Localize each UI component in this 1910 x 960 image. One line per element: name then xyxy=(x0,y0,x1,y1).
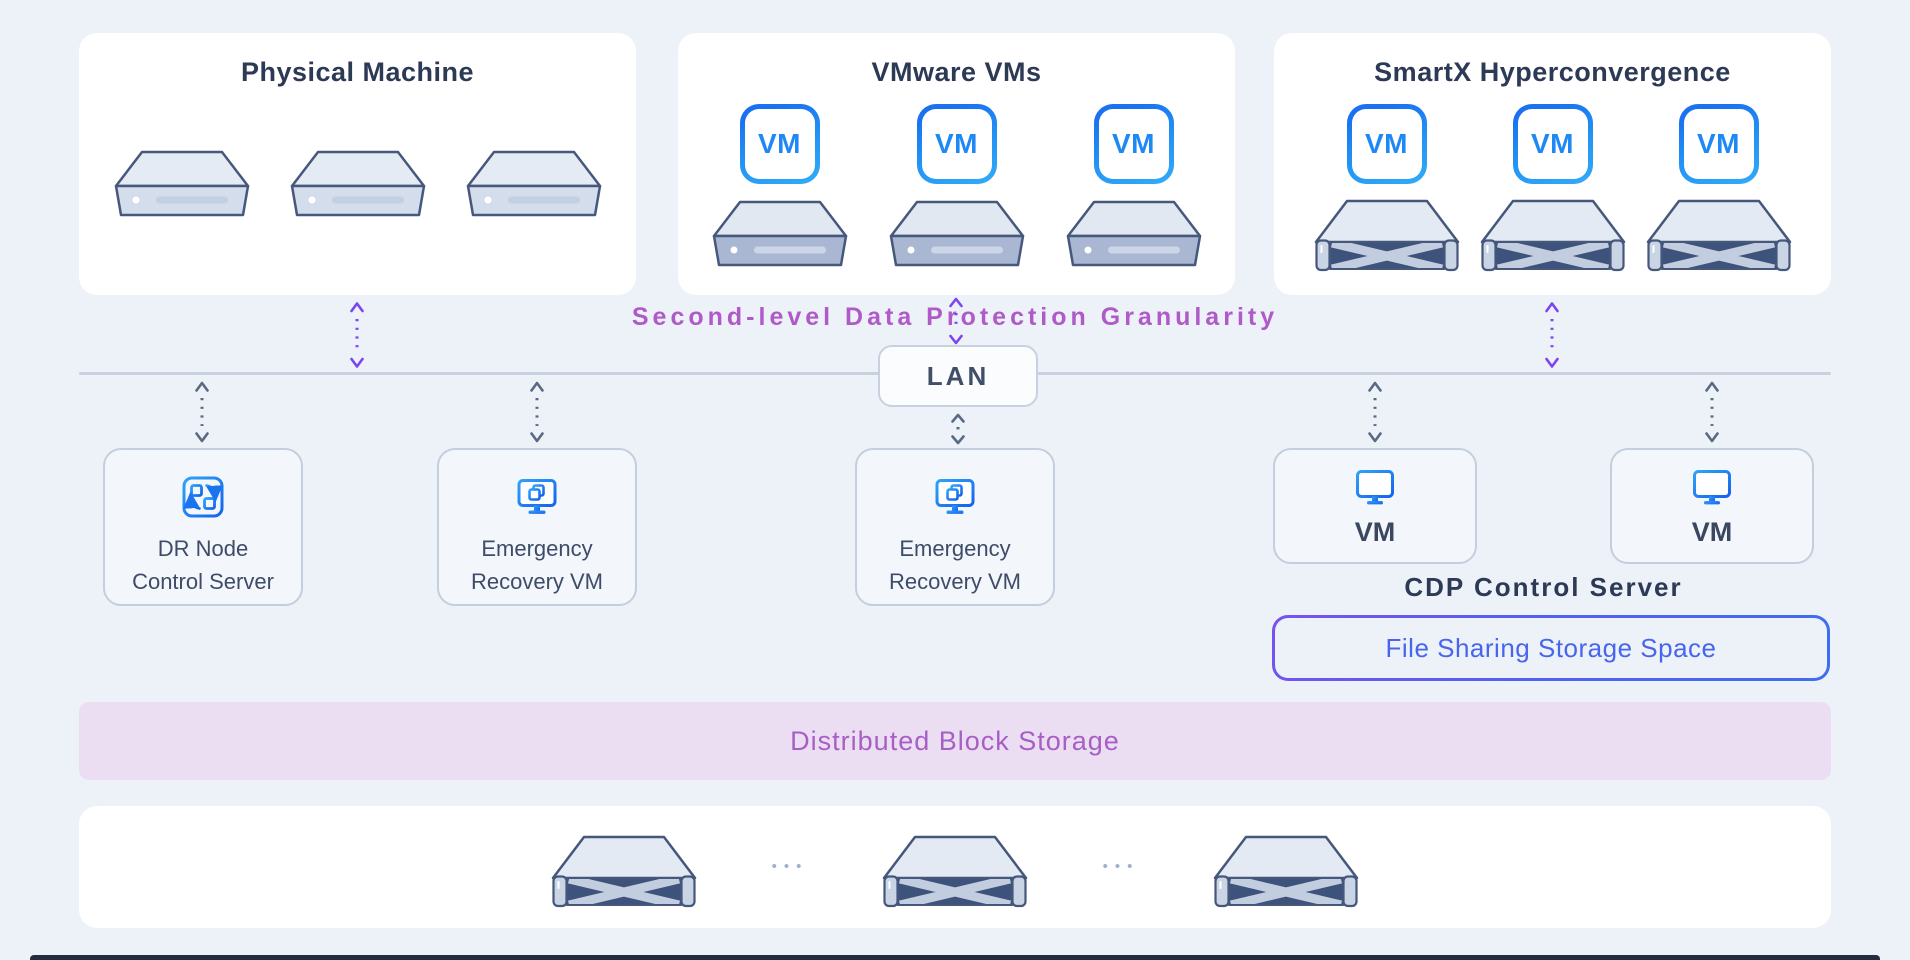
ellipsis-dots: ••• xyxy=(771,858,809,875)
smartx-vm-unit: VM xyxy=(1312,104,1462,274)
node-label: VM xyxy=(1691,517,1733,547)
cdp-control-server-label: CDP Control Server xyxy=(1404,572,1683,602)
bottom-window-edge xyxy=(30,955,1880,960)
distributed-block-storage-band: Distributed Block Storage xyxy=(79,702,1831,780)
replication-arrow-icon xyxy=(350,302,364,368)
granularity-annotation: Second-level Data Protection Granularity xyxy=(631,303,1279,331)
link-arrow-icon xyxy=(1368,381,1382,443)
vmware-vms-title: VMware VMs xyxy=(871,57,1042,87)
smartx-unit-row: VM VM xyxy=(1274,104,1831,274)
vm-badge-icon: VM xyxy=(1512,104,1593,184)
monitor-window-icon xyxy=(517,479,557,514)
vmware-unit-row: VM VM VM xyxy=(678,104,1235,268)
emergency-recovery-vm-box: Emergency Recovery VM xyxy=(437,448,637,606)
emergency-recovery-vm-box: Emergency Recovery VM xyxy=(855,448,1055,606)
vm-badge-icon: VM xyxy=(1093,104,1174,184)
server-icon xyxy=(712,200,847,267)
vmware-vm-unit: VM xyxy=(710,104,850,268)
file-sharing-storage-box: File Sharing Storage Space xyxy=(1272,615,1830,681)
replication-arrow-icon xyxy=(1545,302,1559,368)
link-arrow-icon xyxy=(1705,381,1719,443)
hyperconverged-server-icon xyxy=(1646,199,1791,272)
server-icon xyxy=(114,150,249,217)
physical-machine-card: Physical Machine xyxy=(79,33,636,295)
hyperconverged-server-icon xyxy=(882,835,1028,908)
server-icon xyxy=(1066,200,1201,267)
monitor-dash-icon xyxy=(1693,470,1731,505)
hyperconverged-server-icon xyxy=(1314,199,1459,272)
hyperconverged-server-icon xyxy=(551,835,697,908)
vmware-vm-unit: VM xyxy=(887,104,1027,268)
hyperconverged-server-icon xyxy=(1213,835,1359,908)
vm-badge-icon: VM xyxy=(1678,104,1759,184)
file-sharing-storage-label: File Sharing Storage Space xyxy=(1275,618,1827,678)
replication-arrow-icon xyxy=(949,297,963,345)
server-icon xyxy=(466,150,601,217)
cdp-vm-box: VM xyxy=(1610,448,1814,564)
hyperconverged-server-icon xyxy=(1480,199,1625,272)
physical-server-row xyxy=(79,146,636,218)
vm-badge-icon: VM xyxy=(916,104,997,184)
ellipsis-dots: ••• xyxy=(1102,858,1140,875)
node-label: DR Node Control Server xyxy=(132,536,274,594)
server-icon xyxy=(290,150,425,217)
vmware-vms-card: VMware VMs VM VM xyxy=(678,33,1235,295)
node-label: VM xyxy=(1354,517,1396,547)
link-arrow-icon xyxy=(195,381,209,443)
smartx-vm-unit: VM xyxy=(1478,104,1628,274)
cdp-vm-box: VM xyxy=(1273,448,1477,564)
link-arrow-icon xyxy=(530,381,544,443)
lan-box: LAN xyxy=(878,345,1038,407)
monitor-dash-icon xyxy=(1356,470,1394,505)
vm-badge-icon: VM xyxy=(1346,104,1427,184)
monitor-window-icon xyxy=(935,479,975,514)
node-label: Emergency Recovery VM xyxy=(888,536,1022,594)
node-label: Emergency Recovery VM xyxy=(470,536,604,594)
smartx-title: SmartX Hyperconvergence xyxy=(1374,57,1731,87)
link-arrow-icon xyxy=(951,413,965,445)
vmware-vm-unit: VM xyxy=(1064,104,1204,268)
smartx-vm-unit: VM xyxy=(1644,104,1794,274)
vm-badge-icon: VM xyxy=(739,104,820,184)
storage-cluster-card: ••• ••• xyxy=(79,806,1831,928)
physical-machine-title: Physical Machine xyxy=(240,57,475,87)
smartx-hyperconvergence-card: SmartX Hyperconvergence VM VM xyxy=(1274,33,1831,295)
sync-squares-icon xyxy=(182,476,224,518)
server-icon xyxy=(889,200,1024,267)
dr-node-control-server-box: DR Node Control Server xyxy=(103,448,303,606)
